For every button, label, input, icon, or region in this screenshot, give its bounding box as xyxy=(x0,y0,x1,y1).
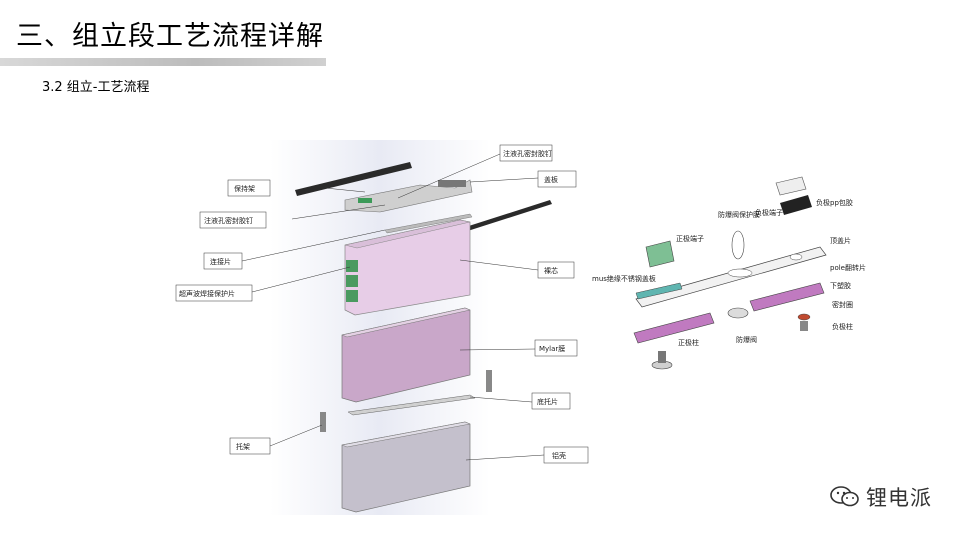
label-insulator-plate: mus绝缘不锈钢盖板 xyxy=(592,274,656,283)
label-support-frame: 保持架 xyxy=(234,184,255,193)
cell-core-top xyxy=(344,219,471,249)
support-frame-bar-right xyxy=(450,200,552,236)
bracket-left xyxy=(320,412,326,432)
cell-tab-1 xyxy=(346,260,358,272)
label-box-support-frame xyxy=(227,179,271,197)
label-negative-terminal: 负极端子 xyxy=(755,208,783,217)
label-box-connector xyxy=(203,252,243,270)
cell-tab-2 xyxy=(346,275,358,287)
mylar-film-top xyxy=(341,307,471,338)
support-frame-bar xyxy=(295,162,412,196)
cover-green-block xyxy=(358,198,372,203)
negative-rubber-top xyxy=(775,176,807,196)
label-cell-core: 裸芯 xyxy=(544,266,558,275)
insulator-plate-part xyxy=(635,282,683,300)
seal-ring-part xyxy=(797,313,811,321)
bracket-right xyxy=(486,370,492,392)
label-bracket: 托架 xyxy=(236,442,250,451)
label-top-cover-sheet: 顶盖片 xyxy=(830,236,851,245)
top-cover-exploded-diagram: 负极pp包胶 防爆阀保护膜 负极端子 正极端子 顶盖片 mus绝缘不锈钢盖板 p… xyxy=(592,176,866,370)
label-box-aluminum-case xyxy=(543,446,589,464)
label-box-injection-rivet-top xyxy=(499,144,553,162)
explosion-valve-part xyxy=(727,307,749,319)
label-pole-rubber: pole翻转片 xyxy=(830,263,866,272)
connector-strip xyxy=(384,213,473,234)
watermark: 锂电派 xyxy=(830,482,932,512)
wechat-icon xyxy=(830,486,859,507)
label-mylar: Mylar膜 xyxy=(539,344,565,353)
label-explosion-valve: 防爆阀 xyxy=(736,335,757,344)
positive-post-stem xyxy=(658,351,666,363)
label-box-top-cover xyxy=(537,170,577,188)
label-top-cover: 盖板 xyxy=(544,175,558,184)
cover-dark-block xyxy=(438,180,466,187)
label-lower-rubber: 下塑胶 xyxy=(830,281,851,290)
cell-tab-3 xyxy=(346,290,358,302)
label-injection-rivet: 注液孔密封胶钉 xyxy=(204,216,253,225)
label-negative-rubber: 负极pp包胶 xyxy=(816,198,853,207)
negative-rubber-dark xyxy=(780,195,812,215)
label-box-cell-core xyxy=(537,261,575,279)
label-box-bottom-support xyxy=(531,392,571,410)
label-positive-post: 正极柱 xyxy=(678,338,699,347)
aluminum-case-top xyxy=(341,421,471,448)
label-positive-terminal: 正极端子 xyxy=(676,234,704,243)
top-cover-sheet-part xyxy=(635,246,827,308)
label-weld-film: 超声波焊接保护片 xyxy=(179,289,235,298)
label-box-mylar xyxy=(534,339,578,357)
watermark-text: 锂电派 xyxy=(866,486,932,510)
title-underline-bar xyxy=(0,58,326,66)
negative-post-part xyxy=(800,321,808,331)
label-bottom-support: 底托片 xyxy=(537,397,558,406)
label-box-injection-rivet xyxy=(199,211,267,229)
bottom-support-plate xyxy=(347,394,476,416)
label-negative-post: 负极柱 xyxy=(832,322,853,331)
section-subtitle: 3.2 组立-工艺流程 xyxy=(42,80,150,95)
label-aluminum-case: 铝壳 xyxy=(552,451,566,460)
label-box-weld-film xyxy=(175,284,253,302)
page-title: 三、组立段工艺流程详解 xyxy=(16,21,324,52)
label-seal-ring: 密封圈 xyxy=(832,300,853,309)
positive-terminal-part xyxy=(645,240,675,268)
label-anti-explosion-film: 防爆阀保护膜 xyxy=(718,210,760,219)
lower-plastic-left xyxy=(633,312,715,344)
label-connector: 连接片 xyxy=(210,257,231,266)
lower-plastic-right xyxy=(749,282,825,312)
exploded-battery-diagram: 保持架 注液孔密封胶钉 连接片 超声波焊接保护片 托架 注液孔密封胶钉 盖板 裸… xyxy=(175,140,589,515)
anti-explosion-film-part xyxy=(731,230,745,260)
label-box-bracket xyxy=(229,437,271,455)
label-injection-rivet-top: 注液孔密封胶钉 xyxy=(503,149,552,158)
